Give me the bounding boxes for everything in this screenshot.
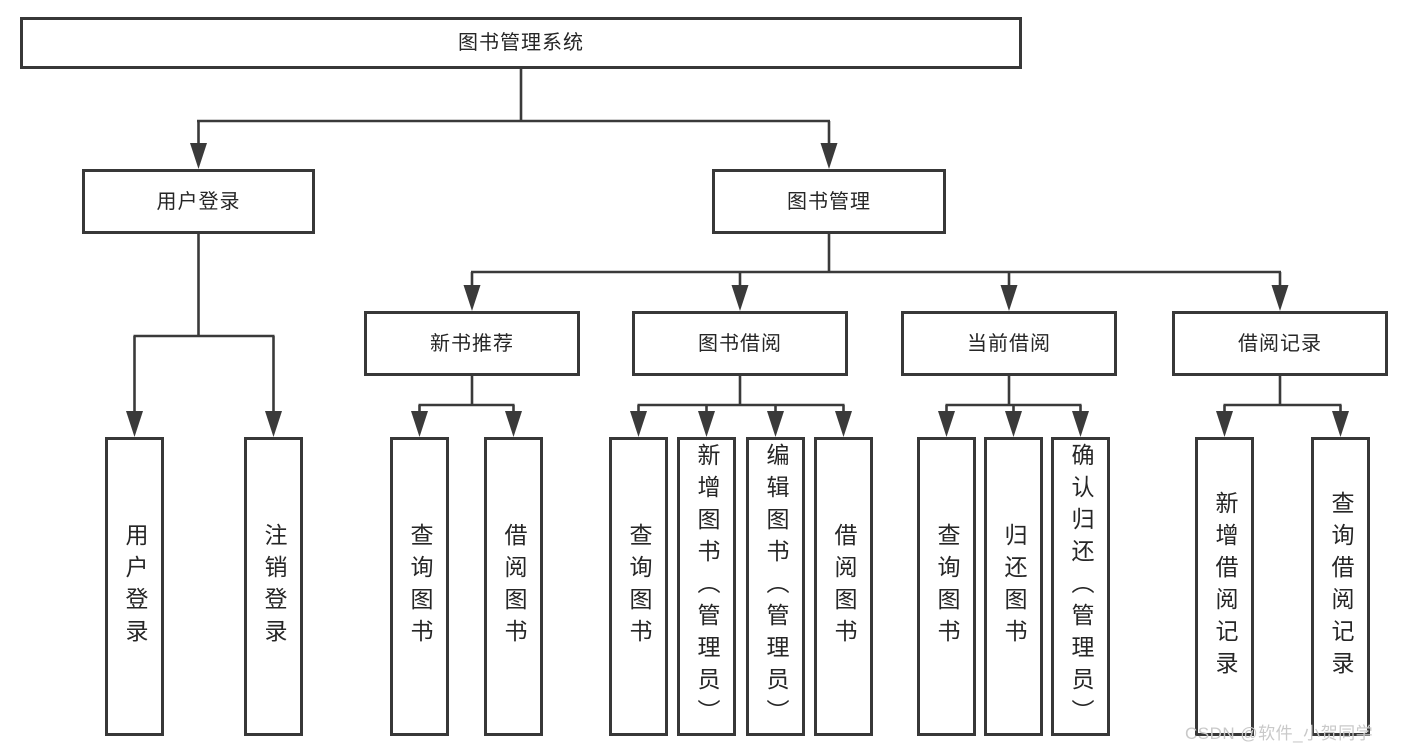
node-book-borrowing: 图书借阅 — [632, 311, 848, 376]
leaf-query-books-2: 查询图书 — [609, 437, 668, 736]
node-new-book-recommend: 新书推荐 — [364, 311, 580, 376]
arrowhead-icon — [1332, 411, 1349, 437]
arrowhead-icon — [126, 411, 143, 437]
node-current-borrowing: 当前借阅 — [901, 311, 1117, 376]
arrowhead-icon — [767, 411, 784, 437]
leaf-query-books-1: 查询图书 — [390, 437, 449, 736]
leaf-query-borrow-record: 查询借阅记录 — [1311, 437, 1370, 736]
arrowhead-icon — [1216, 411, 1233, 437]
arrowhead-icon — [505, 411, 522, 437]
leaf-borrow-books-1: 借阅图书 — [484, 437, 543, 736]
leaf-query-books-3: 查询图书 — [917, 437, 976, 736]
arrowhead-icon — [938, 411, 955, 437]
arrowhead-icon — [411, 411, 428, 437]
arrowhead-icon — [820, 143, 838, 169]
arrowhead-icon — [190, 143, 207, 169]
leaf-add-borrow-record: 新增借阅记录 — [1195, 437, 1254, 736]
arrowhead-icon — [463, 285, 481, 311]
arrowhead-icon — [1072, 411, 1089, 437]
leaf-add-books-admin: 新增图书（管理员） — [677, 437, 736, 736]
root-node: 图书管理系统 — [20, 17, 1022, 69]
node-book-management: 图书管理 — [712, 169, 946, 234]
arrowhead-icon — [835, 411, 852, 437]
node-user-login: 用户登录 — [82, 169, 315, 234]
arrowhead-icon — [1005, 411, 1022, 437]
arrowhead-icon — [630, 411, 647, 437]
leaf-logout: 注销登录 — [244, 437, 303, 736]
leaf-return-books: 归还图书 — [984, 437, 1043, 736]
arrowhead-icon — [1271, 285, 1289, 311]
watermark: CSDN @软件_小贺同学 — [1185, 724, 1374, 743]
arrowhead-icon — [265, 411, 282, 437]
leaf-borrow-books-2: 借阅图书 — [814, 437, 873, 736]
leaf-confirm-return-admin: 确认归还（管理员） — [1051, 437, 1110, 736]
leaf-user-login: 用户登录 — [105, 437, 164, 736]
arrowhead-icon — [1000, 285, 1018, 311]
node-borrowing-records: 借阅记录 — [1172, 311, 1388, 376]
arrowhead-icon — [731, 285, 749, 311]
leaf-edit-books-admin: 编辑图书（管理员） — [746, 437, 805, 736]
arrowhead-icon — [698, 411, 715, 437]
